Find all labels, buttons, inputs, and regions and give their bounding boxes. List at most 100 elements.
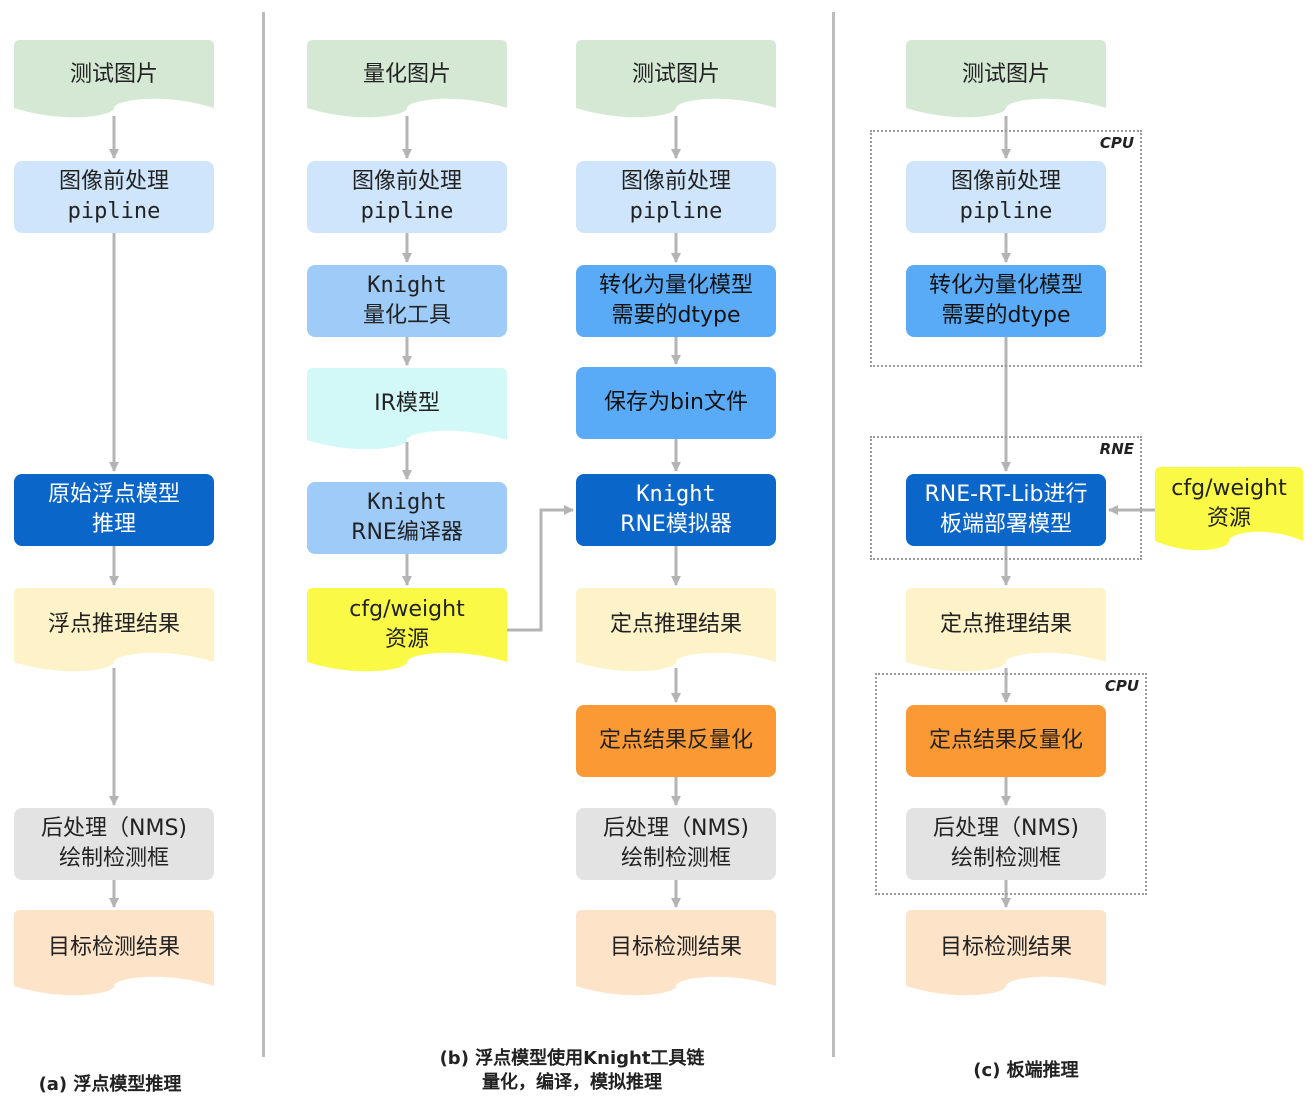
c-cfg-weight-node-shape [1155, 467, 1303, 551]
b-postprocess-line2: 绘制检测框 [620, 846, 731, 871]
b-cfg-weight-line2: 资源 [384, 627, 429, 652]
c-preprocess-node: 图像前处理 pipline [906, 161, 1106, 233]
b-convert-dtype-line1: 转化为量化模型 [598, 273, 753, 298]
c-dequant-node: 定点结果反量化 [906, 705, 1106, 777]
b-dequant-label: 定点结果反量化 [598, 728, 753, 753]
b-postprocess-node: 后处理（NMS) 绘制检测框 [576, 808, 776, 880]
b-quant-tool-node: Knight 量化工具 [307, 265, 507, 337]
a-postprocess-node: 后处理（NMS) 绘制检测框 [14, 808, 214, 880]
c-detect-result-node-shape [906, 910, 1106, 996]
a-detect-result-node-shape [14, 910, 214, 996]
b-ir-model-node: IR模型 [307, 368, 507, 448]
b-test-image-node-shape [576, 40, 776, 118]
a-postprocess-line2: 绘制检测框 [58, 846, 169, 871]
b-compiler-node: Knight RNE编译器 [307, 482, 507, 554]
c-preprocess-line2: pipline [959, 199, 1053, 224]
c-postprocess-line2: 绘制检测框 [950, 846, 1061, 871]
caption-panel-b-line2: 量化，编译，模拟推理 [482, 1072, 662, 1093]
panel-divider-left [262, 12, 265, 1057]
b-simulator-line2: RNE模拟器 [620, 512, 732, 537]
c-convert-dtype-node: 转化为量化模型 需要的dtype [906, 265, 1106, 337]
c-convert-dtype-line2: 需要的dtype [941, 303, 1071, 328]
b-fixed-result-node-shape [576, 588, 776, 672]
rne-region: RNE [870, 436, 1142, 560]
b-quant-image-label: 量化图片 [362, 62, 451, 87]
c-detect-result-label: 目标检测结果 [939, 935, 1072, 960]
c-postprocess-node: 后处理（NMS) 绘制检测框 [906, 808, 1106, 880]
c-cfg-weight-line2: 资源 [1206, 506, 1251, 531]
a-detect-result-node: 目标检测结果 [14, 910, 214, 994]
a-float-result-node-shape [14, 588, 214, 672]
a-float-result-label: 浮点推理结果 [47, 612, 180, 637]
b-detect-result-node-shape [576, 910, 776, 996]
b-quant-image-node: 量化图片 [307, 40, 507, 116]
c-test-image-node-shape [906, 40, 1106, 118]
c-test-image-label: 测试图片 [961, 62, 1050, 87]
a-detect-result-label: 目标检测结果 [47, 935, 180, 960]
c-detect-result-node: 目标检测结果 [906, 910, 1106, 994]
b-quant-preprocess-node: 图像前处理 pipline [307, 161, 507, 233]
caption-panel-b: (b) 浮点模型使用Knight工具链 量化，编译，模拟推理 [372, 1047, 772, 1095]
a-preprocess-line2: pipline [67, 199, 161, 224]
b-detect-result-label: 目标检测结果 [609, 935, 742, 960]
a-float-inference-line1: 原始浮点模型 [47, 482, 180, 507]
b-dequant-node: 定点结果反量化 [576, 705, 776, 777]
c-fixed-result-node: 定点推理结果 [906, 588, 1106, 670]
caption-panel-c-text: (c) 板端推理 [973, 1060, 1079, 1081]
a-postprocess-line1: 后处理（NMS) [41, 816, 187, 841]
b-quant-preprocess-line2: pipline [360, 199, 454, 224]
c-test-image-node: 测试图片 [906, 40, 1106, 116]
c-convert-dtype-line1: 转化为量化模型 [928, 273, 1083, 298]
a-test-image-node: 测试图片 [14, 40, 214, 116]
b-preprocess-line2: pipline [629, 199, 723, 224]
a-test-image-node-shape [14, 40, 214, 118]
b-simulator-line1: Knight [636, 482, 716, 507]
b-test-image-label: 测试图片 [631, 62, 720, 87]
panel-divider-right [832, 12, 835, 1057]
c-preprocess-line1: 图像前处理 [950, 169, 1061, 194]
c-deploy-line1: RNE-RT-Lib进行 [924, 482, 1088, 507]
b-convert-dtype-node: 转化为量化模型 需要的dtype [576, 265, 776, 337]
b-cfg-weight-node: cfg/weight 资源 [307, 588, 507, 670]
a-preprocess-line1: 图像前处理 [58, 169, 169, 194]
b-save-bin-node: 保存为bin文件 [576, 367, 776, 439]
c-fixed-result-node-shape [906, 588, 1106, 672]
b-ir-model-label: IR模型 [374, 391, 440, 416]
cpu-region-top: CPU [870, 130, 1142, 367]
b-quant-image-node-shape [307, 40, 507, 118]
b-quant-tool-line2: 量化工具 [362, 303, 451, 328]
a-preprocess-node: 图像前处理 pipline [14, 161, 214, 233]
cpu-region-label: CPU [1104, 677, 1139, 695]
b-cfg-weight-node-shape [307, 588, 507, 672]
caption-panel-a: (a) 浮点模型推理 [0, 1073, 220, 1097]
b-convert-dtype-line2: 需要的dtype [611, 303, 741, 328]
a-test-image-label: 测试图片 [69, 62, 158, 87]
cpu-region-bottom: CPU [875, 673, 1147, 895]
b-detect-result-node: 目标检测结果 [576, 910, 776, 994]
b-cfg-weight-line1: cfg/weight [349, 597, 465, 622]
c-fixed-result-label: 定点推理结果 [939, 612, 1072, 637]
b-compiler-line1: Knight [367, 490, 447, 515]
c-dequant-label: 定点结果反量化 [928, 728, 1083, 753]
cpu-region-label: CPU [1099, 134, 1134, 152]
flow-arrow [507, 505, 574, 632]
caption-panel-a-text: (a) 浮点模型推理 [38, 1074, 182, 1095]
b-quant-tool-line1: Knight [367, 273, 447, 298]
b-save-bin-label: 保存为bin文件 [603, 390, 749, 415]
b-fixed-result-label: 定点推理结果 [609, 612, 742, 637]
b-fixed-result-node: 定点推理结果 [576, 588, 776, 670]
b-simulator-node: Knight RNE模拟器 [576, 474, 776, 546]
c-postprocess-line1: 后处理（NMS) [933, 816, 1079, 841]
c-deploy-node: RNE-RT-Lib进行 板端部署模型 [906, 474, 1106, 546]
b-postprocess-line1: 后处理（NMS) [603, 816, 749, 841]
b-test-image-node: 测试图片 [576, 40, 776, 116]
a-float-inference-node: 原始浮点模型 推理 [14, 474, 214, 546]
rne-region-label: RNE [1099, 440, 1134, 458]
caption-panel-b-line1: (b) 浮点模型使用Knight工具链 [439, 1048, 705, 1069]
c-cfg-weight-node: cfg/weight 资源 [1155, 467, 1303, 549]
c-deploy-line2: 板端部署模型 [939, 512, 1072, 537]
b-preprocess-node: 图像前处理 pipline [576, 161, 776, 233]
a-float-result-node: 浮点推理结果 [14, 588, 214, 670]
b-ir-model-node-shape [307, 368, 507, 450]
